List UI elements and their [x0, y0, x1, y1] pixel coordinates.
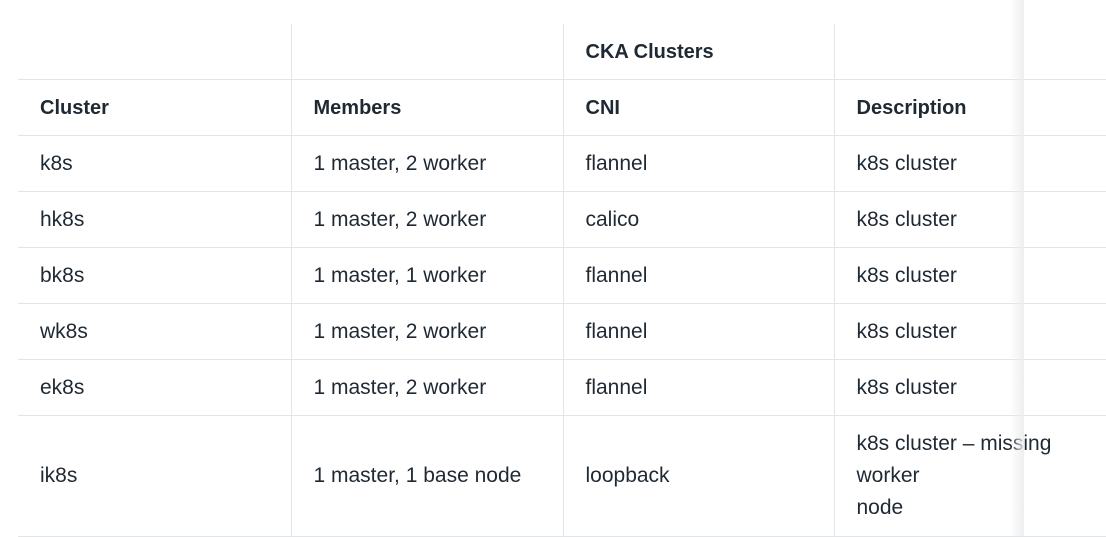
description-cell: k8s cluster	[833, 247, 1106, 304]
description-line: node	[856, 496, 904, 519]
table-row: ik8s 1 master, 1 base node loopback k8s …	[18, 415, 1106, 537]
description-cell: k8s cluster	[833, 359, 1106, 416]
cluster-cell: ek8s	[18, 359, 292, 416]
table-row: wk8s 1 master, 2 worker flannel k8s clus…	[18, 303, 1106, 360]
table-row: ek8s 1 master, 2 worker flannel k8s clus…	[18, 359, 1106, 416]
table-row: hk8s 1 master, 2 worker calico k8s clust…	[18, 191, 1106, 248]
table-caption: CKA Clusters	[562, 24, 835, 80]
cluster-cell: wk8s	[18, 303, 292, 360]
cni-cell: calico	[562, 191, 835, 248]
description-cell: k8s cluster	[833, 303, 1106, 360]
table-row: k8s 1 master, 2 worker flannel k8s clust…	[18, 135, 1106, 192]
cni-cell: flannel	[562, 359, 835, 416]
cluster-cell: ik8s	[18, 415, 292, 537]
cluster-cell: k8s	[18, 135, 292, 192]
column-header-cluster: Cluster	[18, 79, 292, 136]
caption-empty-cell	[833, 24, 1106, 80]
description-lines: k8s cluster – missing worker node	[857, 428, 1085, 524]
cka-clusters-table-container: CKA Clusters Cluster Members CNI Descrip…	[18, 24, 1106, 537]
table-caption-row: CKA Clusters	[18, 24, 1106, 80]
members-cell: 1 master, 1 worker	[290, 247, 564, 304]
description-line: worker	[856, 464, 920, 487]
cni-cell: flannel	[562, 303, 835, 360]
caption-empty-cell	[18, 24, 292, 80]
members-cell: 1 master, 2 worker	[290, 303, 564, 360]
description-cell: k8s cluster	[833, 191, 1106, 248]
cni-cell: flannel	[562, 247, 835, 304]
members-cell: 1 master, 1 base node	[290, 415, 564, 537]
caption-empty-cell	[290, 24, 564, 80]
cni-cell: flannel	[562, 135, 835, 192]
column-header-cni: CNI	[562, 79, 835, 136]
description-line: k8s cluster – missing	[856, 432, 1052, 455]
table-row: bk8s 1 master, 1 worker flannel k8s clus…	[18, 247, 1106, 304]
table-header-row: Cluster Members CNI Description	[18, 79, 1106, 136]
description-cell: k8s cluster	[833, 135, 1106, 192]
column-header-members: Members	[290, 79, 564, 136]
cka-clusters-table: CKA Clusters Cluster Members CNI Descrip…	[18, 24, 1106, 537]
cluster-cell: hk8s	[18, 191, 292, 248]
column-header-description: Description	[833, 79, 1106, 136]
members-cell: 1 master, 2 worker	[290, 359, 564, 416]
members-cell: 1 master, 2 worker	[290, 191, 564, 248]
cni-cell: loopback	[562, 415, 835, 537]
members-cell: 1 master, 2 worker	[290, 135, 564, 192]
cluster-cell: bk8s	[18, 247, 292, 304]
description-cell: k8s cluster – missing worker node	[833, 415, 1106, 537]
